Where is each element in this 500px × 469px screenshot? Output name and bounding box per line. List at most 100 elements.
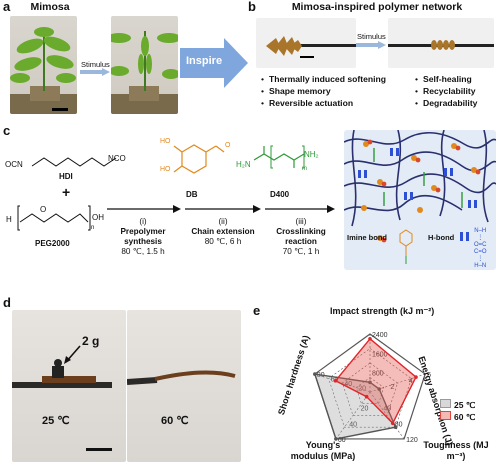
property-left-1: Shape memory xyxy=(261,86,331,96)
peg-h: H xyxy=(6,215,12,224)
series-0-point-0 xyxy=(368,380,372,385)
grid-ring-3 xyxy=(314,333,426,440)
panel-a-label: a xyxy=(3,0,11,14)
axis-1-tick-1: 2 xyxy=(390,384,394,391)
property-left-2: Reversible actuation xyxy=(261,98,353,108)
d400-h2n: H₂N xyxy=(236,160,251,169)
hdi-right-group: NCO xyxy=(108,154,126,163)
actuator-photo-25c: 2 g 25 ℃ xyxy=(12,310,126,462)
panel-c-label: c xyxy=(3,123,11,138)
d400-structure xyxy=(253,145,305,169)
polymer-photo-before xyxy=(256,18,356,68)
stimulus-label-a: Stimulus xyxy=(81,60,110,69)
mimosa-before-illustration xyxy=(10,27,77,114)
step-1-name: Prepolymer synthesis xyxy=(120,227,166,246)
reaction-arrows xyxy=(107,205,335,213)
actuator-photo-60c: 60 ℃ xyxy=(127,310,241,462)
legend-text-25c: 25 ℃ xyxy=(454,400,476,410)
peg-o-1: O xyxy=(40,205,47,214)
property-right-2: Degradability xyxy=(415,98,477,108)
d400-m: m xyxy=(302,166,307,172)
plus-sign: + xyxy=(62,184,71,200)
weight-label: 2 g xyxy=(82,334,100,348)
imine-bond-label: Imine bond xyxy=(347,233,387,242)
axis-1-tick-3: 6 xyxy=(427,372,431,379)
series-1-point-2 xyxy=(390,421,395,426)
d400-nh2: NH₂ xyxy=(304,150,319,159)
scale-bar xyxy=(52,108,68,111)
polymer-photo-after xyxy=(388,18,494,68)
step-2-conditions: 80 ℃, 6 h xyxy=(204,237,242,246)
legend: 25 ℃ 60 ℃ xyxy=(440,399,475,423)
step-1: (i) Prepolymer synthesis 80 ℃, 1.5 h xyxy=(103,217,183,257)
grid-ring-2 xyxy=(328,348,412,428)
stimulus-arrow-a xyxy=(80,68,110,76)
axis-0-tick-2: 1600 xyxy=(372,351,388,358)
peg-n: n xyxy=(91,225,95,231)
panel-b-label: b xyxy=(248,0,256,14)
peg-label: PEG2000 xyxy=(35,239,70,248)
polymer-after-illustration xyxy=(388,40,494,50)
axis-spoke-3 xyxy=(335,391,371,440)
legend-item-60c: 60 ℃ xyxy=(440,411,475,423)
series-0-point-3 xyxy=(334,437,338,441)
actuator-25c-illustration xyxy=(12,345,112,451)
peg-oh: OH xyxy=(92,213,104,222)
inspire-label: Inspire xyxy=(186,55,223,67)
stimulus-arrow-b xyxy=(356,41,386,49)
series-1-point-0 xyxy=(368,337,372,341)
peg-structure xyxy=(17,205,91,231)
series-1-point-4 xyxy=(333,378,338,383)
axis-spoke-2 xyxy=(369,391,405,440)
hdi-structure xyxy=(31,157,117,167)
series-1-area xyxy=(334,337,417,425)
legend-swatch-60c xyxy=(440,411,451,420)
legend-swatch-25c xyxy=(440,399,451,408)
inspire-arrow xyxy=(180,38,248,88)
axis-0-tick-1: 800 xyxy=(372,371,384,378)
h-bond-label: H-bond xyxy=(428,233,455,242)
mimosa-after-illustration xyxy=(111,31,178,114)
step-2-number: (ii) xyxy=(218,217,228,226)
legend-item-25c: 25 ℃ xyxy=(440,399,475,411)
series-0-point-4 xyxy=(313,372,317,376)
axis-1-tick-2: 4 xyxy=(409,378,413,385)
mimosa-photo-after xyxy=(111,16,178,114)
hdi-left-group: OCN xyxy=(5,160,23,169)
temperature-60c: 60 ℃ xyxy=(161,415,189,427)
property-left-0: Thermally induced softening xyxy=(261,74,386,84)
step-2-name: Chain extension xyxy=(191,227,255,236)
step-1-number: (i) xyxy=(139,217,147,226)
series-1-point-3 xyxy=(364,394,369,399)
panel-e-label: e xyxy=(253,303,261,318)
legend-text-60c: 60 ℃ xyxy=(454,412,476,422)
step-2: (ii) Chain extension 80 ℃, 6 h xyxy=(183,217,263,247)
series-0-area xyxy=(313,373,397,440)
d400-label: D400 xyxy=(270,190,290,199)
axis-label-toughness: Toughness (MJ m⁻³) xyxy=(423,440,489,461)
step-3-conditions: 70 ℃, 1 h xyxy=(282,247,320,256)
series-1-point-1 xyxy=(414,375,418,379)
step-3-number: (iii) xyxy=(295,217,307,226)
axis-2-tick-3: 120 xyxy=(406,437,418,444)
step-3-name: Crosslinking reaction xyxy=(276,227,326,246)
panel-b-title: Mimosa-inspired polymer network xyxy=(291,1,463,13)
network-chains xyxy=(344,130,496,264)
actuator-60c-illustration xyxy=(127,370,236,385)
db-ho-top: HO xyxy=(160,138,171,145)
polymer-before-illustration xyxy=(266,36,356,58)
panel-a-title: Mimosa xyxy=(30,1,70,13)
series-0-point-1 xyxy=(377,387,381,391)
axis-4-tick-2: 40 xyxy=(344,381,352,388)
temperature-25c: 25 ℃ xyxy=(42,415,70,427)
property-right-1: Recyclability xyxy=(415,86,476,96)
grid-ring-1 xyxy=(342,362,398,416)
step-3: (iii) Crosslinking reaction 70 ℃, 1 h xyxy=(260,217,342,257)
panel-d-label: d xyxy=(3,295,11,310)
db-structure xyxy=(173,144,225,174)
axis-3-tick-2: 40 xyxy=(349,421,357,428)
axis-4-tick-1: 20 xyxy=(358,386,366,393)
series-0-point-2 xyxy=(393,425,398,429)
